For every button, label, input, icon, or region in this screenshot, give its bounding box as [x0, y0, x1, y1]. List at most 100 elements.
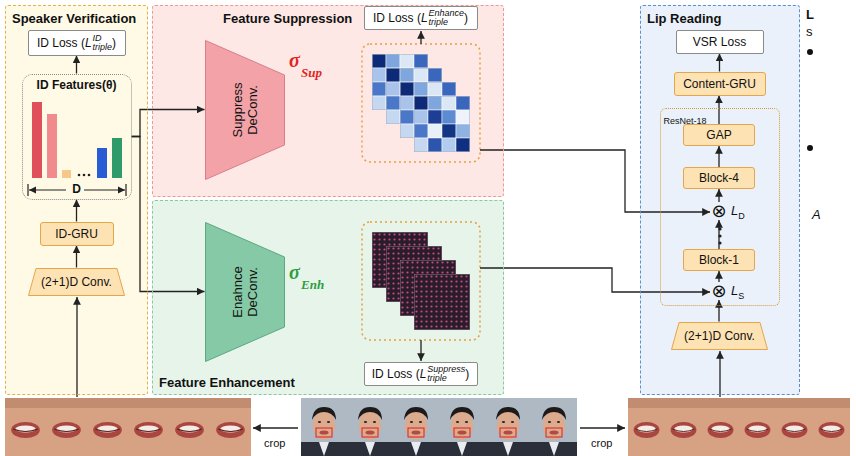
ellipsis-dot	[88, 174, 91, 177]
script-holder: Enhancetriple	[429, 9, 465, 27]
bullet-dot	[807, 49, 813, 55]
crop-arrow	[580, 427, 625, 428]
mouth-crop	[628, 398, 665, 456]
process-box: Block-1	[683, 249, 755, 271]
operator-label: LD	[731, 201, 745, 221]
backbone-group: GAPBlock-4⊗LDBlock-1⊗LSResNet-18	[660, 108, 780, 306]
operator-symbol: ⊗	[711, 282, 726, 300]
label-holder: crop	[591, 433, 612, 451]
dimension-arrow	[84, 189, 125, 190]
box-label: ID-GRU	[55, 227, 98, 241]
activation-symbol: Enh	[301, 277, 324, 292]
enhanced-maps	[362, 222, 480, 340]
box-label: Block-1	[699, 253, 739, 267]
wire-arrow	[76, 297, 77, 397]
face-frame	[301, 398, 347, 456]
box-label: Content-GRU	[683, 77, 756, 91]
feature-bar	[62, 170, 71, 178]
feature-group: ID Features(θ)D	[22, 74, 132, 200]
feature-bars	[28, 102, 126, 196]
box-label: Block-4	[699, 171, 739, 185]
feature-bar	[97, 148, 107, 178]
group-title: ResNet-18	[664, 116, 707, 126]
arrow-connector	[718, 220, 719, 249]
mouth-crop	[739, 398, 776, 456]
loss-symbol: L	[731, 203, 738, 218]
loss-box: ID Loss (LEnhancetriple)	[364, 6, 478, 30]
ellipsis-dot	[83, 174, 86, 177]
text-holder: Block-4	[699, 171, 739, 185]
deconv-block: Enahnce DeConv.	[205, 222, 285, 362]
multiply-operator: ⊗LD	[710, 202, 728, 220]
panel-region: VSR LossContent-GRUGAPBlock-4⊗LDBlock-1⊗…	[640, 5, 800, 395]
label-holder: crop	[264, 433, 285, 451]
panel-title: Feature Enhancement	[159, 375, 295, 390]
map-frame	[362, 44, 480, 162]
mouth-crop	[5, 398, 46, 456]
feature-bar	[47, 114, 57, 178]
map-wires	[77, 31, 720, 428]
wire-arrow	[719, 351, 720, 397]
face-frame	[531, 398, 577, 456]
crop-arrow	[253, 427, 298, 428]
process-box: ID-GRU	[40, 222, 114, 246]
mouth-crop	[46, 398, 87, 456]
text-holder: (2+1)D Conv.	[41, 275, 112, 289]
panel-title: Feature Suppression	[223, 11, 352, 26]
arrow-connector	[76, 56, 77, 74]
arrow-connector	[718, 146, 719, 167]
wire-arrow	[420, 340, 421, 361]
panel-fill	[640, 5, 800, 395]
wire-arrow	[480, 268, 710, 292]
title-holder: Lip Reading	[647, 9, 721, 27]
trapezoid-shape	[29, 268, 125, 295]
panel-region: Enahnce DeConv. ID Loss (LSuppresstriple)…	[152, 200, 504, 395]
loss-symbol: L	[85, 36, 92, 50]
arrow-connector	[718, 96, 719, 125]
box-label: (2+1)D Conv.	[684, 329, 755, 343]
loss-symbol: L	[421, 11, 428, 25]
panel-title: Lip Reading	[647, 11, 721, 26]
label-holder: Enh	[301, 275, 324, 293]
bullet-points	[807, 49, 813, 151]
arrow-connector	[132, 110, 205, 137]
activation-symbol: σ	[289, 261, 300, 283]
label-holder: Sup	[301, 63, 322, 81]
label-holder: σ	[289, 50, 300, 71]
feature-bar	[32, 102, 42, 178]
ellipsis-dot	[78, 174, 81, 177]
loss-subscript: triple	[93, 43, 113, 52]
loss-symbol: L	[731, 283, 738, 298]
dimension-label: D	[72, 182, 81, 196]
text-holder: Block-1	[699, 253, 739, 267]
text-holder: ID-GRU	[55, 227, 98, 241]
mouth-crop	[702, 398, 739, 456]
text-holder: (2+1)D Conv.	[684, 329, 755, 343]
mouth-crop	[169, 398, 210, 456]
feature-bar	[112, 138, 122, 178]
title-holder: Feature Enhancement	[159, 373, 295, 391]
operator-symbol: ⊗	[711, 202, 726, 220]
panel-region: ID Loss (LIDtriple)ID Features(θ)DID-GRU…	[5, 5, 148, 395]
dimension-arrow	[29, 189, 66, 190]
loss-label: ID Loss (	[37, 36, 85, 50]
face-frame	[393, 398, 439, 456]
label-holder: s	[806, 22, 813, 40]
mouth-crop	[665, 398, 702, 456]
loss-superscript: ID	[93, 34, 113, 43]
loss-label: ID Loss (	[373, 11, 421, 25]
text-holder: ID Loss (LEnhancetriple)	[373, 9, 468, 27]
activation-symbol: Sup	[301, 65, 322, 80]
mouth-crop	[210, 398, 251, 456]
arrow-connector	[719, 54, 720, 72]
trapezoid-shape	[205, 222, 284, 361]
process-box: GAP	[683, 124, 755, 146]
face-frame	[439, 398, 485, 456]
box-label: (2+1)D Conv.	[41, 275, 112, 289]
panel-region: ID Loss (LEnhancetriple)Suppress DeConv.…	[152, 5, 504, 197]
video-frames	[5, 398, 850, 456]
suppressed-maps	[362, 44, 480, 162]
loss-box: ID Loss (LSuppresstriple)	[364, 362, 478, 386]
